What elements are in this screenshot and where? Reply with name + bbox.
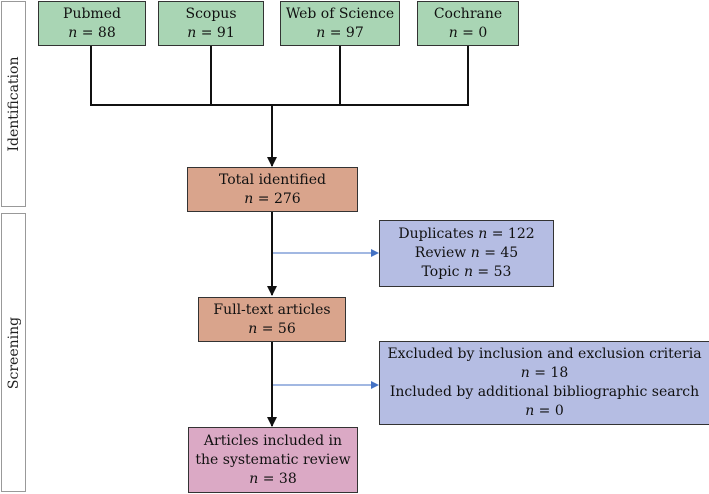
source-count: n = 91 (187, 24, 235, 41)
source-name: Cochrane (433, 5, 503, 22)
source-count: n = 97 (316, 24, 364, 41)
connector-cochrane (467, 45, 469, 106)
source-box-web-of-science: Web of Science n = 97 (280, 1, 400, 46)
connector-web-of-science (339, 45, 341, 106)
excluded-label: Excluded by inclusion and exclusion crit… (387, 346, 702, 362)
source-name: Web of Science (285, 5, 395, 22)
source-box-scopus: Scopus n = 91 (158, 1, 264, 46)
removed-records-box: Duplicates n = 122 Review n = 45 Topic n… (379, 220, 554, 287)
connector-pubmed (90, 45, 92, 106)
duplicates-line: Duplicates n = 122 (398, 226, 535, 242)
connector-horizontal-merge (90, 104, 469, 106)
total-identified-label: Total identified (218, 171, 326, 188)
source-name: Scopus (185, 5, 237, 22)
review-line: Review n = 45 (414, 245, 519, 261)
source-name: Pubmed (63, 5, 121, 22)
fulltext-articles-label: Full-text articles (213, 301, 331, 318)
included-line1: Articles included in (203, 432, 343, 449)
source-box-pubmed: Pubmed n = 88 (38, 1, 146, 46)
excluded-count: n = 18 (520, 365, 569, 381)
included-count: n = 38 (249, 470, 297, 487)
source-count: n = 88 (68, 24, 116, 41)
screening-phase-bar: Screening (1, 213, 26, 492)
fulltext-articles-count: n = 56 (248, 320, 296, 337)
source-count: n = 0 (448, 24, 488, 41)
fulltext-articles-box: Full-text articles n = 56 (198, 297, 346, 342)
criteria-box: Excluded by inclusion and exclusion crit… (379, 341, 709, 425)
included-articles-box: Articles included in the systematic revi… (188, 427, 358, 493)
total-identified-count: n = 276 (244, 190, 301, 207)
additional-count: n = 0 (525, 403, 564, 419)
additional-label: Included by additional bibliographic sea… (389, 384, 700, 400)
included-line2: the systematic review (195, 451, 351, 468)
identification-phase-bar: Identification (1, 1, 26, 207)
source-box-cochrane: Cochrane n = 0 (417, 1, 519, 46)
topic-line: Topic n = 53 (421, 264, 512, 280)
connector-scopus (210, 45, 212, 106)
total-identified-box: Total identified n = 276 (187, 167, 358, 212)
